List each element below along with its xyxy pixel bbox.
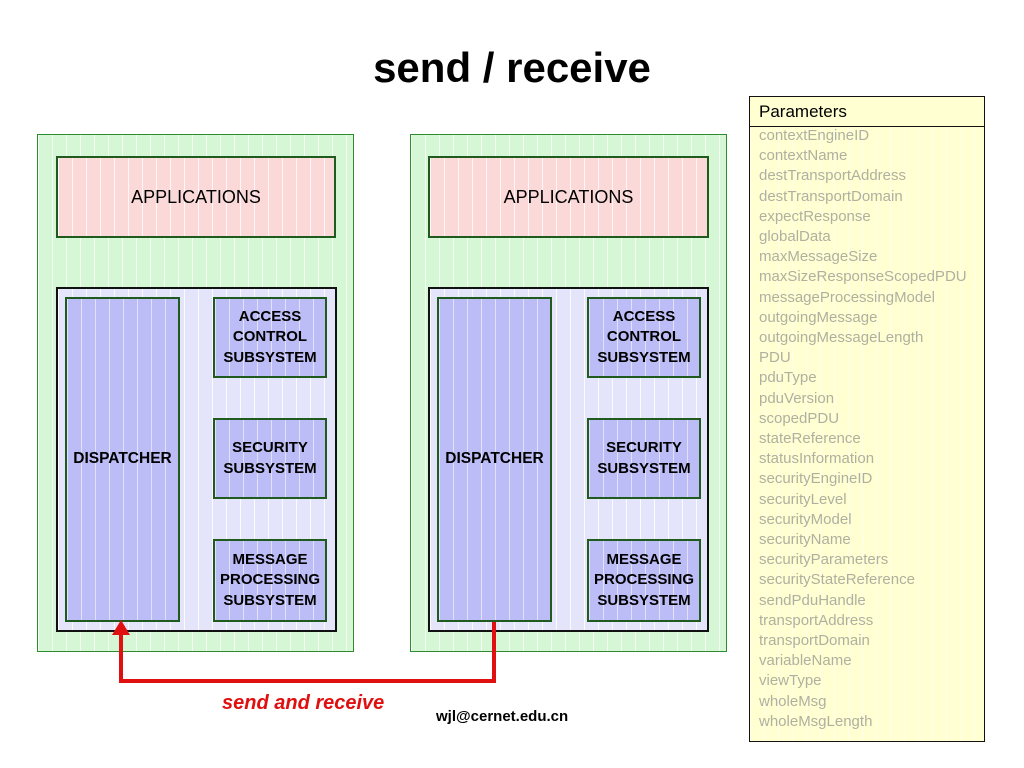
parameters-header: Parameters bbox=[750, 97, 984, 127]
send-receive-connector-line bbox=[119, 622, 496, 683]
dispatcher-box-left: DISPATCHER bbox=[65, 297, 180, 622]
access-control-subsystem-left: ACCESS CONTROL SUBSYSTEM bbox=[213, 297, 327, 378]
dispatcher-box-right: DISPATCHER bbox=[437, 297, 552, 622]
parameter-item: destTransportAddress bbox=[759, 167, 907, 185]
parameter-item: scopedPDU bbox=[759, 409, 840, 427]
arrow-head-icon bbox=[112, 620, 130, 635]
security-subsystem-left: SECURITY SUBSYSTEM bbox=[213, 418, 327, 499]
parameter-item: securityParameters bbox=[759, 551, 889, 569]
parameter-item: sendPduHandle bbox=[759, 591, 866, 609]
security-subsystem-right: SECURITY SUBSYSTEM bbox=[587, 418, 701, 499]
parameter-item: statusInformation bbox=[759, 450, 875, 468]
message-processing-subsystem-left: MESSAGE PROCESSING SUBSYSTEM bbox=[213, 539, 327, 622]
parameter-item: destTransportDomain bbox=[759, 187, 903, 205]
parameter-item: maxMessageSize bbox=[759, 248, 878, 266]
parameter-item: PDU bbox=[759, 349, 791, 367]
parameter-item: wholeMsg bbox=[759, 692, 827, 710]
parameters-list: contextEngineID contextName destTransportA… bbox=[759, 126, 967, 732]
page-title: send / receive bbox=[373, 44, 651, 91]
footer-email: wjl@cernet.edu.cn bbox=[436, 708, 569, 725]
parameter-item: messageProcessingModel bbox=[759, 288, 935, 306]
parameter-item: stateReference bbox=[759, 430, 861, 448]
parameter-item: securityModel bbox=[759, 510, 852, 528]
parameter-item: securityLevel bbox=[759, 490, 847, 508]
parameter-item: transportAddress bbox=[759, 611, 874, 629]
parameter-item: variableName bbox=[759, 652, 852, 670]
message-processing-subsystem-right: MESSAGE PROCESSING SUBSYSTEM bbox=[587, 539, 701, 622]
send-receive-caption: send and receive bbox=[222, 692, 385, 714]
parameter-item: contextEngineID bbox=[759, 127, 870, 144]
parameter-item: contextName bbox=[759, 147, 848, 165]
parameter-item: outgoingMessage bbox=[759, 308, 878, 326]
parameter-item: viewType bbox=[759, 672, 822, 690]
parameter-item: securityEngineID bbox=[759, 470, 873, 488]
parameter-item: pduVersion bbox=[759, 389, 835, 407]
parameter-item: wholeMsgLength bbox=[759, 712, 873, 730]
parameter-item: outgoingMessageLength bbox=[759, 329, 924, 347]
parameter-item: globalData bbox=[759, 228, 831, 246]
applications-box-left: APPLICATIONS bbox=[56, 156, 336, 238]
parameter-item: maxSizeResponseScopedPDU bbox=[759, 268, 967, 286]
parameter-item: securityStateReference bbox=[759, 571, 915, 589]
parameter-item: securityName bbox=[759, 531, 851, 549]
applications-box-right: APPLICATIONS bbox=[428, 156, 709, 238]
access-control-subsystem-right: ACCESS CONTROL SUBSYSTEM bbox=[587, 297, 701, 378]
parameter-item: pduType bbox=[759, 369, 817, 387]
parameter-item: expectResponse bbox=[759, 207, 871, 225]
parameter-item: transportDomain bbox=[759, 632, 870, 650]
parameters-panel: Parameters contextEngineID contextName des… bbox=[749, 96, 985, 742]
